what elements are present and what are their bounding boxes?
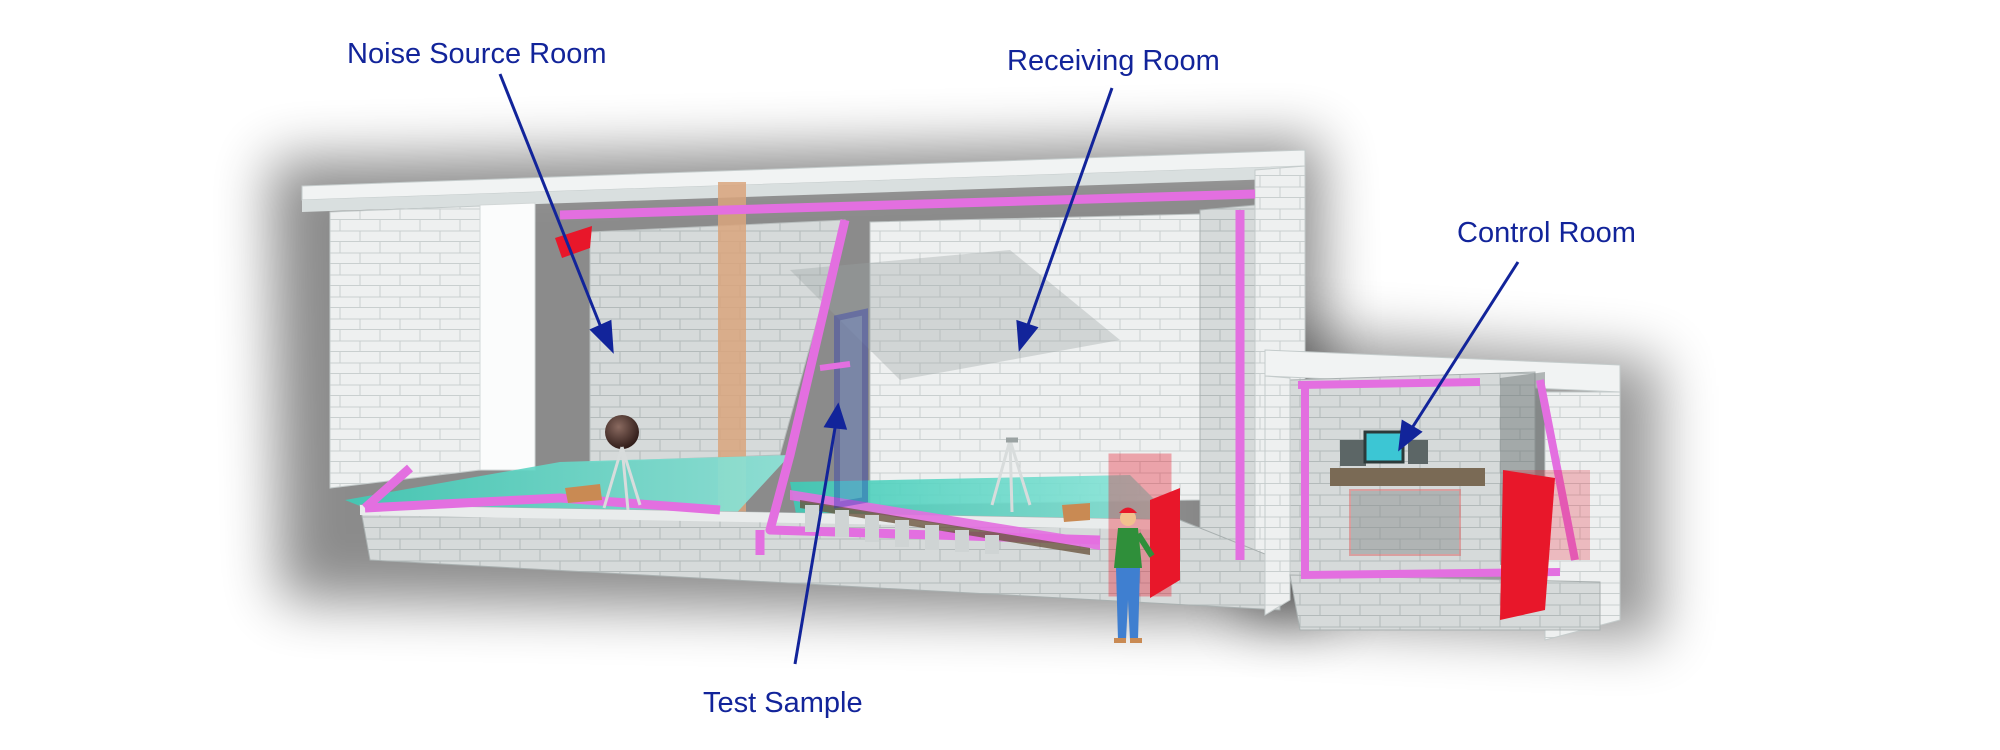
noise-source-room-back-wall — [589, 219, 846, 463]
noise-source-room-leader — [498, 73, 604, 331]
person-figure — [1114, 507, 1155, 643]
control-room-leader — [1410, 261, 1520, 429]
noise-source-room-label: Noise Source Room — [347, 38, 607, 70]
monitor-icon — [1363, 430, 1405, 464]
staircase — [790, 490, 1100, 555]
receiving-room-leader — [1026, 87, 1114, 326]
control-room-label: Control Room — [1457, 217, 1636, 249]
test-sample-frame — [834, 308, 868, 509]
receiving-room-label: Receiving Room — [1007, 45, 1220, 77]
control-desk — [1330, 430, 1485, 556]
control-room — [1264, 349, 1621, 641]
corner-speaker — [555, 226, 592, 258]
control-room-door — [1500, 470, 1555, 620]
entry-column — [479, 202, 536, 471]
loudspeaker-on-tripod — [565, 415, 642, 511]
test-sample-leader — [793, 427, 837, 665]
microphone-tripod — [990, 437, 1032, 513]
left-outer-wall — [329, 205, 481, 489]
leader-lines — [498, 73, 1520, 665]
receiving-room-door — [1108, 453, 1180, 598]
receiving-room-right-wall — [1199, 204, 1256, 561]
test-sample-label: Test Sample — [703, 687, 863, 719]
